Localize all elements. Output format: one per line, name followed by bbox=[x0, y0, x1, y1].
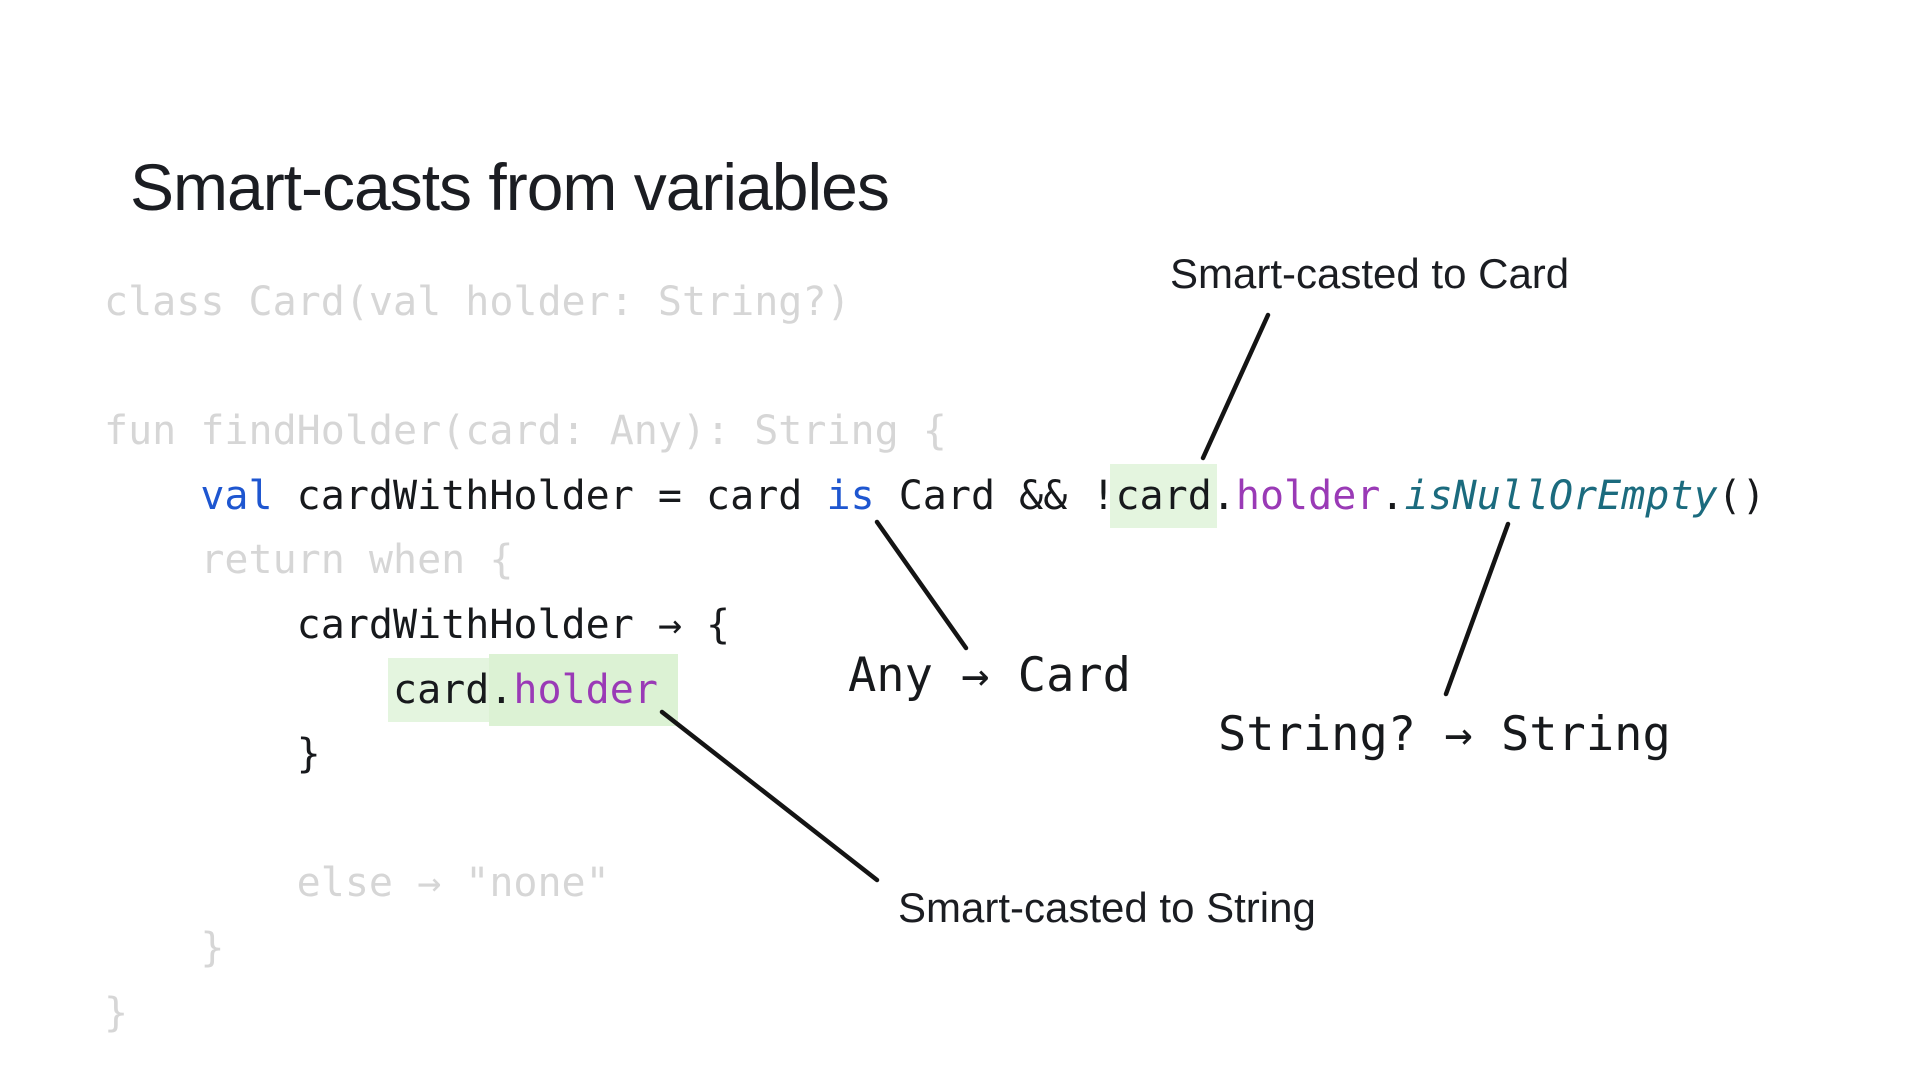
code-line bbox=[104, 335, 1766, 400]
code-line bbox=[104, 787, 1766, 852]
annotation-smart-casted-to-card: Smart-casted to Card bbox=[1170, 250, 1570, 297]
code-line: fun findHolder(card: Any): String { bbox=[104, 408, 947, 455]
code-line: } bbox=[104, 989, 129, 1036]
code-line: card.holder bbox=[104, 653, 1766, 726]
code-line: class Card(val holder: String?) bbox=[104, 279, 851, 325]
code-line: else → "none" bbox=[104, 860, 610, 907]
code-line: cardWithHolder → { bbox=[104, 601, 731, 648]
annotation-string-nullable-to-string: String? → String bbox=[1218, 707, 1671, 762]
page-title: Smart-casts from variables bbox=[130, 150, 890, 225]
code-line: } bbox=[104, 731, 321, 778]
code-line: return when { bbox=[104, 537, 514, 584]
code-block: class Card(val holder: String?) fun find… bbox=[104, 270, 1766, 1045]
code-line: val cardWithHolder = card is Card && !ca… bbox=[104, 463, 1766, 529]
annotation-any-to-card: Any → Card bbox=[848, 648, 1131, 703]
code-line: } bbox=[104, 924, 225, 971]
annotation-smart-casted-to-string: Smart-casted to String bbox=[898, 884, 1316, 931]
